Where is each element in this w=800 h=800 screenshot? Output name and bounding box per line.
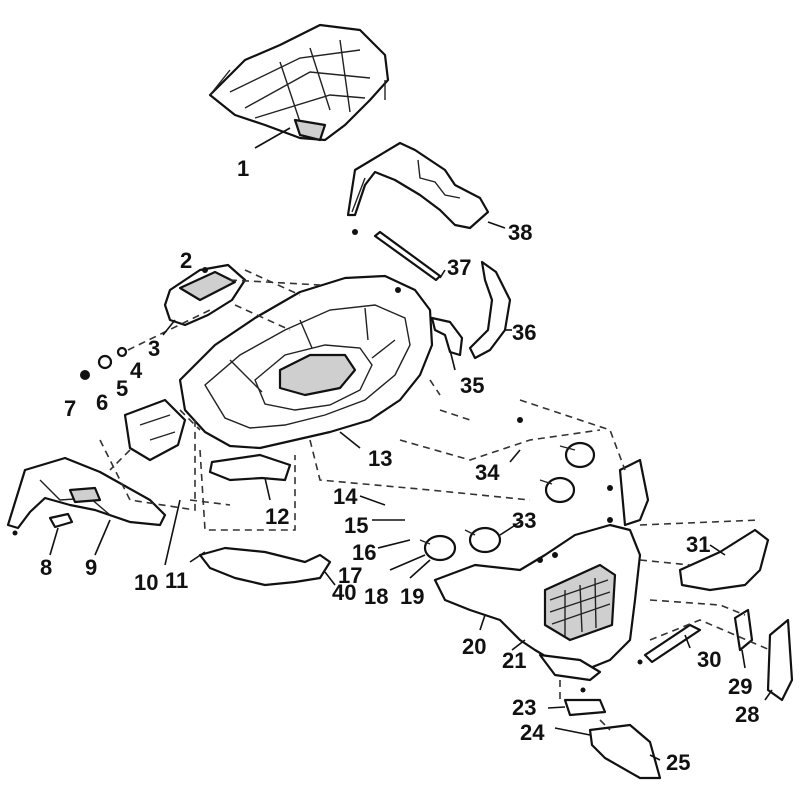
callout-28: 28 [735, 702, 759, 727]
callout-25: 25 [666, 750, 690, 775]
callout-7: 7 [64, 396, 76, 421]
callout-13: 13 [368, 446, 392, 471]
part-left-fender-9 [6, 398, 187, 530]
callout-16: 16 [352, 540, 376, 565]
part-side-panel-36 [468, 260, 512, 360]
part-rear-fender-top [346, 141, 490, 230]
part-underbody-40 [198, 546, 332, 587]
callout-31: 31 [686, 532, 710, 557]
callout-38: 38 [508, 220, 532, 245]
callout-12: 12 [265, 504, 289, 529]
callout-34: 34 [475, 460, 500, 485]
callout-36: 36 [512, 320, 536, 345]
part-plate-12 [208, 453, 292, 482]
callout-3: 3 [148, 336, 160, 361]
callout-14: 14 [333, 484, 358, 509]
callout-17: 17 [338, 563, 362, 588]
callout-18: 18 [364, 584, 388, 609]
part-bar-37 [373, 230, 442, 282]
callout-29: 29 [728, 674, 752, 699]
callout-8: 8 [40, 555, 52, 580]
part-side-panel-28 [733, 608, 794, 702]
callout-21: 21 [502, 648, 526, 673]
callout-20: 20 [462, 634, 486, 659]
part-front-grille-20 [433, 458, 650, 682]
callout-23: 23 [512, 695, 536, 720]
part-rear-cover-3 [163, 263, 247, 327]
callout-30: 30 [697, 647, 721, 672]
callout-labels: 1 2 3 4 5 6 7 8 9 10 11 12 13 14 15 16 1… [40, 156, 759, 775]
part-strip-30 [643, 623, 702, 664]
callout-5: 5 [116, 376, 128, 401]
part-bracket-35 [430, 316, 464, 357]
callout-33: 33 [512, 508, 536, 533]
callout-1: 1 [237, 156, 249, 181]
callout-6: 6 [96, 390, 108, 415]
callout-35: 35 [460, 373, 484, 398]
callout-15: 15 [344, 513, 368, 538]
assembly-guide-lines [99, 269, 771, 731]
callout-11: 11 [165, 568, 188, 593]
part-hardware [12, 229, 643, 693]
callout-40: 40 [332, 580, 356, 605]
part-right-cover-31 [678, 528, 770, 592]
callout-2: 2 [180, 248, 192, 273]
callout-19: 19 [400, 584, 424, 609]
part-pad-8 [48, 512, 74, 529]
callout-4: 4 [130, 358, 143, 383]
callout-37: 37 [447, 255, 471, 280]
part-lights [419, 441, 596, 562]
callout-9: 9 [85, 555, 97, 580]
part-skid-plate-25 [563, 698, 662, 780]
part-rear-rack [208, 23, 390, 142]
callout-leader-lines [49, 127, 773, 761]
callout-10: 10 [134, 570, 158, 595]
callout-24: 24 [520, 720, 545, 745]
part-main-body-13 [178, 274, 434, 450]
